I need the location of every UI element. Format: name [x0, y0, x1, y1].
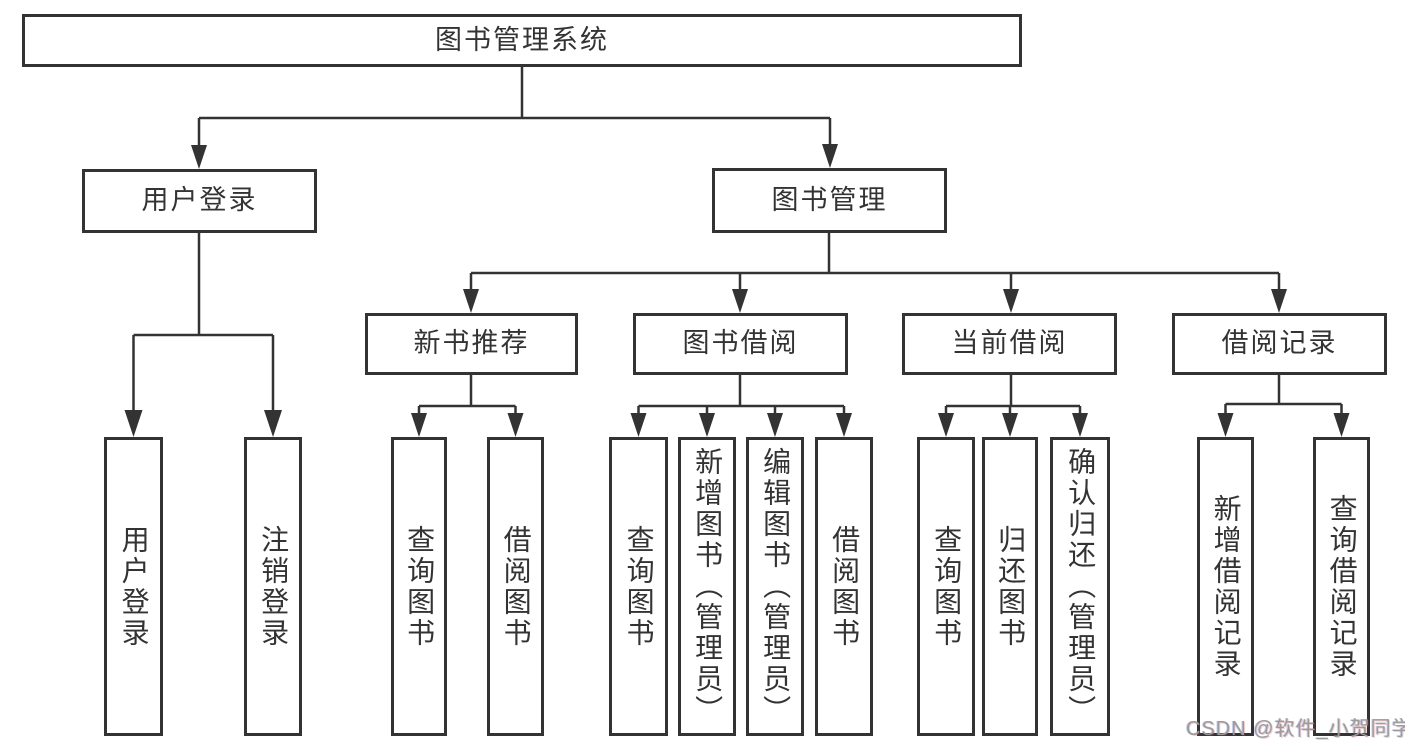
- node-current-borrowing: 当前借阅: [902, 313, 1117, 375]
- node-edit-books-admin: 编辑图书（管理员）: [746, 437, 804, 736]
- arrowhead: [124, 410, 143, 437]
- node-new-book-recommendation: 新书推荐: [365, 313, 578, 375]
- arrowhead: [1333, 413, 1350, 437]
- connector-book-borrow-to-leaves: [630, 375, 852, 437]
- connector-root-to-level2: [191, 67, 838, 169]
- node-confirm-return-admin: 确认归还（管理员）: [1050, 437, 1110, 736]
- connector-borrow-record-to-leaves: [1217, 375, 1350, 437]
- arrowhead: [264, 410, 282, 437]
- arrowhead: [463, 289, 479, 313]
- node-add-books-admin: 新增图书（管理员）: [678, 437, 736, 736]
- arrowhead: [630, 413, 647, 437]
- node-library-management-system: 图书管理系统: [22, 14, 1022, 67]
- node-return-books: 归还图书: [982, 437, 1038, 736]
- node-borrow-books-recommend: 借阅图书: [487, 437, 544, 736]
- node-borrow-books: 借阅图书: [815, 437, 873, 736]
- arrowhead: [1003, 289, 1019, 313]
- arrowhead: [1072, 413, 1088, 437]
- node-user-login-leaf: 用户登录: [104, 437, 163, 736]
- arrowhead: [1217, 413, 1234, 437]
- arrowhead: [191, 145, 207, 169]
- arrowhead: [507, 413, 524, 437]
- node-user-login: 用户登录: [82, 169, 317, 233]
- arrowhead: [938, 413, 954, 437]
- arrowhead: [767, 413, 783, 437]
- arrowhead: [822, 144, 838, 168]
- arrowhead: [732, 289, 748, 313]
- node-book-borrowing: 图书借阅: [633, 313, 848, 375]
- node-add-borrow-record: 新增借阅记录: [1197, 437, 1254, 736]
- connector-user-login-to-leaves: [124, 233, 282, 437]
- arrowhead: [1271, 289, 1287, 313]
- arrowhead: [699, 413, 715, 437]
- arrowhead: [411, 413, 427, 437]
- connector-current-borrow-to-leaves: [938, 375, 1088, 437]
- node-query-books-recommend: 查询图书: [391, 437, 447, 736]
- connector-new-book-to-leaves: [411, 375, 524, 437]
- csdn-watermark: CSDN @软件_小贺同学: [1186, 718, 1405, 740]
- node-query-borrow-record: 查询借阅记录: [1313, 437, 1370, 736]
- arrowhead: [1002, 413, 1018, 437]
- node-logout: 注销登录: [244, 437, 302, 736]
- arrowhead: [836, 413, 852, 437]
- connector-book-management-to-level3: [463, 233, 1287, 313]
- node-borrowing-records: 借阅记录: [1172, 313, 1387, 375]
- node-query-books-borrow: 查询图书: [609, 437, 668, 736]
- node-query-books-current: 查询图书: [917, 437, 975, 736]
- node-book-management: 图书管理: [712, 168, 947, 233]
